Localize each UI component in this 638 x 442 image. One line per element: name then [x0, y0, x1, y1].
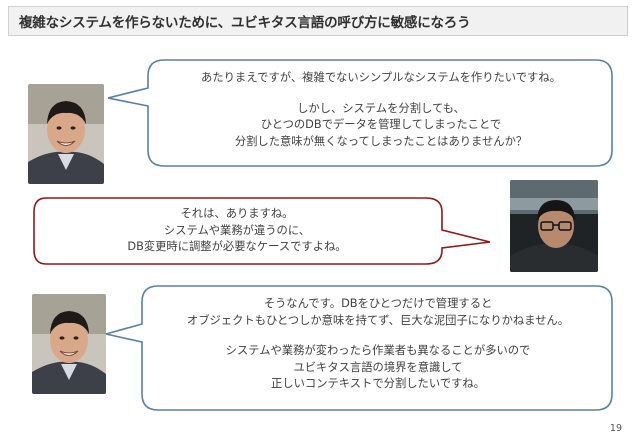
bubble-1-line: しかし、システムを分割しても、: [297, 101, 465, 115]
speech-bubble-1: あたりまえですが、複雑でないシンプルなシステムを作りたいですね。 しかし、システ…: [104, 58, 614, 168]
speech-bubble-3: そうなんです。DBをひとつだけで管理すると オブジェクトもひとつしか意味を持てず…: [102, 284, 614, 412]
speech-bubble-1-shape: [107, 59, 613, 167]
speech-bubble-1-text: あたりまえですが、複雑でないシンプルなシステムを作りたいですね。 しかし、システ…: [148, 70, 614, 150]
bubble-1-line: あたりまえですが、複雑でないシンプルなシステムを作りたいですね。: [201, 71, 561, 84]
bubble-3-line: 正しいコンテキストで分割したいですね。: [271, 377, 485, 390]
glasses-man-avatar: [510, 180, 598, 272]
bubble-3-line: システムや業務が変わったら作業者も異なることが多いので: [225, 344, 531, 357]
slide-title: 複雑なシステムを作らないために、ユビキタス言語の呼び方に敏感になろう: [19, 15, 471, 31]
speech-bubble-3-shape: [105, 285, 613, 411]
smiling-man-avatar: [28, 84, 104, 184]
smiling-man-avatar: [32, 294, 106, 394]
page-number: 19: [609, 423, 622, 434]
bubble-3-line: オブジェクトもひとつしか意味を持てず、巨大な泥団子になりかねません。: [186, 313, 570, 327]
bubble-2-line: システムや業務が違うのに、: [163, 223, 311, 237]
bubble-2-line: DB変更時に調整が必要なケースですよね。: [127, 240, 347, 253]
bubble-1-line: ひとつのDBでデータを管理してしまったことで: [260, 118, 502, 131]
speech-bubble-2-shape: [33, 197, 491, 265]
bubble-1-line: 分割した意味が無くなってしまったことはありませんか？: [234, 134, 528, 148]
bubble-3-line: そうなんです。DBをひとつだけで管理すると: [263, 297, 493, 310]
speech-bubble-2-text: それは、ありますね。 システムや業務が違うのに、 DB変更時に調整が必要なケース…: [32, 206, 442, 256]
bubble-3-line: ユビキタス言語の境界を意識して: [293, 360, 463, 374]
speech-bubble-3-text: そうなんです。DBをひとつだけで管理すると オブジェクトもひとつしか意味を持てず…: [142, 296, 614, 393]
slide-title-bar: 複雑なシステムを作らないために、ユビキタス言語の呼び方に敏感になろう: [8, 6, 628, 36]
speech-bubble-2: それは、ありますね。 システムや業務が違うのに、 DB変更時に調整が必要なケース…: [32, 196, 494, 266]
bubble-2-line: それは、ありますね。: [180, 207, 294, 220]
